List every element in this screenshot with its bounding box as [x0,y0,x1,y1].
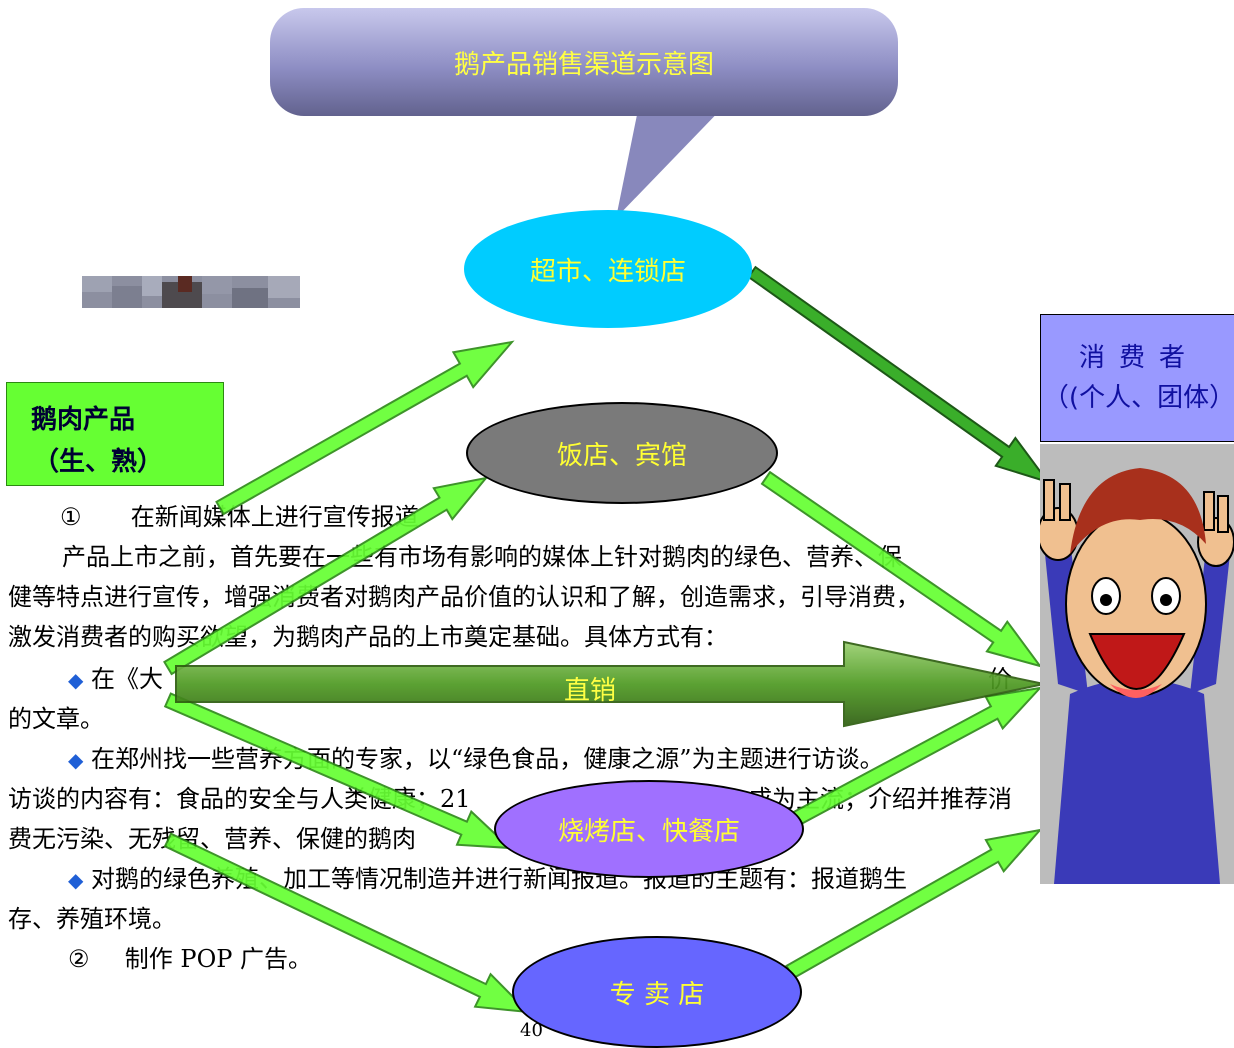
channel-label-bbq: 烧烤店、快餐店 [557,816,740,847]
consumer-label: 消费者 [1078,343,1199,373]
heading-2: ② 制作 POP 广告。 [68,944,312,974]
bullet-3-line-2: 存、养殖环境。 [8,905,176,933]
direct-sale-arrow-icon [175,640,1045,728]
paragraph-1-line-3: 激发消费者的购买欲望，为鹅肉产品的上市奠定基础。具体方式有： [8,623,728,651]
cheering-person-illustration [1040,444,1234,884]
bullet-1-text: 在《大 [91,665,164,693]
arrow-to-specialty-icon [163,832,531,1014]
diamond-bullet-icon: ◆ [68,668,84,692]
channel-node-restaurant: 饭店、宾馆 [466,402,778,504]
source-node-goose-products: 鹅肉产品 （生、熟） [6,382,224,486]
callout-tail [616,100,730,218]
diamond-bullet-icon: ◆ [68,868,84,892]
diagram-title: 鹅产品销售渠道示意图 [453,49,714,80]
bullet-2-text: 在郑州找一些营养方面的专家，以“绿色食品，健康之源”为主题进行访谈。 [91,745,884,773]
arrow-supermarket-to-consumer-icon [747,265,1051,484]
consumer-node: 消费者 （(个人、团体） [1040,314,1234,442]
heading-1-text: 在新闻媒体上进行宣传报道 [130,503,419,531]
pixelated-image-fragment [82,276,300,308]
paragraph-1-line-2: 健等特点进行宣传，增强消费者对鹅肉产品价值的认识和了解，创造需求，引导消费， [8,583,920,611]
diagram-title-callout: 鹅产品销售渠道示意图 [270,8,898,116]
arrow-to-bbq-icon [163,692,513,850]
flow-arrows [163,265,1051,1014]
source-node-sublabel: （生、熟） [33,447,164,477]
heading-1: ① 在新闻媒体上进行宣传报道 [60,502,419,532]
bullet-2-line-1: ◆ 在郑州找一些营养方面的专家，以“绿色食品，健康之源”为主题进行访谈。 [68,744,884,775]
arrow-to-restaurant-icon [163,476,489,676]
page-number: 40 [520,1020,543,1041]
arrow-bbq-to-consumer-icon [785,686,1043,830]
bullet-1-line-2: 的文章。 [8,705,104,733]
channel-node-bbq: 烧烤店、快餐店 [494,780,804,878]
channel-label-restaurant: 饭店、宾馆 [556,440,687,471]
channel-node-specialty-store: 专 卖 店 [512,936,802,1048]
bullet-2-line-3: 费无污染、无残留、营养、保健的鹅肉 [8,825,416,853]
diamond-bullet-icon: ◆ [68,748,84,772]
paragraph-1-line-1: 产品上市之前，首先要在一些有市场有影响的媒体上针对鹅肉的绿色、营养、保 [62,543,902,571]
arrow-restaurant-to-consumer-icon [760,470,1043,668]
heading-1-number: ① [60,503,82,531]
bullet-2-line-2b: 成为主流；介绍并推荐消 [748,785,1012,813]
bullet-1-line-1: ◆ 在《大 [68,664,163,695]
direct-sale-label: 直销 [563,676,616,706]
arrow-to-supermarket-icon [215,340,515,516]
consumer-sublabel: （(个人、团体） [1042,383,1234,413]
channel-label-specialty: 专 卖 店 [609,979,705,1010]
heading-2-number: ② [68,945,90,973]
heading-2-text: 制作 POP 广告。 [124,945,313,973]
source-node-label: 鹅肉产品 [31,405,136,435]
arrow-specialty-to-consumer-icon [785,828,1043,980]
channel-label-supermarket: 超市、连锁店 [529,256,686,287]
channel-node-supermarket: 超市、连锁店 [464,210,752,328]
